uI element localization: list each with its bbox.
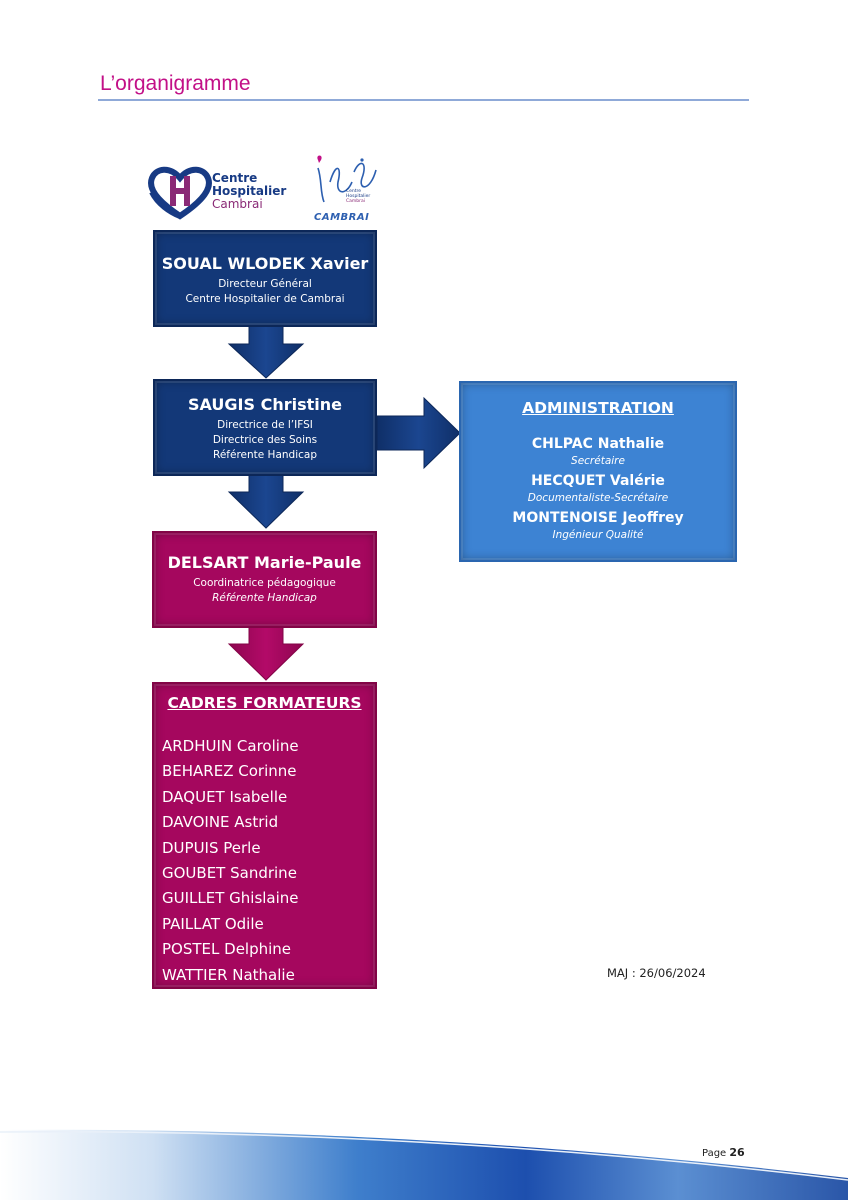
ifsi-city-label: CAMBRAI — [314, 212, 370, 223]
page-number-value: 26 — [729, 1146, 745, 1159]
director-role: Directeur Général — [218, 278, 312, 290]
logo-line-centre: Centre — [212, 171, 258, 185]
arrow-coordinator-to-trainers — [227, 626, 305, 681]
update-date: MAJ : 26/06/2024 — [607, 966, 706, 980]
arrow-ifsi-to-coordinator — [227, 474, 305, 529]
director-box: SOUAL WLODEK Xavier Directeur Général Ce… — [153, 230, 377, 327]
trainers-title: CADRES FORMATEURS — [167, 694, 362, 712]
ifsi-director-role-3: Référente Handicap — [213, 449, 317, 461]
centre-hospitalier-wordmark: Centre Hospitalier Cambrai — [212, 172, 286, 211]
admin-member-name: CHLPAC Nathalie — [531, 436, 665, 452]
coordinator-box: DELSART Marie-Paule Coordinatrice pédago… — [152, 531, 377, 628]
trainer-name: PAILLAT Odile — [162, 914, 264, 933]
ifsi-director-role-1: Directrice de l’IFSI — [217, 419, 313, 431]
ifsi-director-box: SAUGIS Christine Directrice de l’IFSI Di… — [153, 379, 377, 476]
trainer-name: DAVOINE Astrid — [162, 813, 279, 832]
coordinator-role: Coordinatrice pédagogique — [193, 577, 336, 589]
trainer-name: DAQUET Isabelle — [162, 787, 288, 806]
trainer-name: GUILLET Ghislaine — [162, 889, 299, 908]
logo-line-hospitalier: Hospitalier — [212, 184, 287, 198]
svg-text:Hospitalier: Hospitalier — [346, 193, 370, 199]
trainer-name: GOUBET Sandrine — [162, 864, 297, 883]
trainers-list: ARDHUIN Caroline BEHAREZ Corinne DAQUET … — [154, 734, 375, 988]
trainer-name: BEHAREZ Corinne — [162, 762, 297, 781]
arrow-ifsi-to-administration — [376, 396, 461, 470]
director-organization: Centre Hospitalier de Cambrai — [185, 293, 345, 305]
administration-title: ADMINISTRATION — [522, 399, 674, 417]
trainer-name: DUPUIS Perle — [162, 838, 261, 857]
centre-hospitalier-logo: Centre Hospitalier Cambrai — [148, 164, 308, 220]
coordinator-name: DELSART Marie-Paule — [167, 553, 362, 572]
trainers-box: CADRES FORMATEURS ARDHUIN Caroline BEHAR… — [152, 682, 377, 989]
page-title: L’organigramme — [100, 72, 251, 95]
page-number: Page 26 — [702, 1146, 745, 1159]
director-name: SOUAL WLODEK Xavier — [161, 254, 369, 273]
coordinator-handicap-role: Référente Handicap — [212, 592, 317, 604]
logo-line-cambrai: Cambrai — [212, 197, 263, 211]
ifsi-logo: Centre Hospitalier Cambrai CAMBRAI — [312, 152, 384, 228]
admin-member-name: HECQUET Valérie — [531, 473, 665, 489]
trainer-name: WATTIER Nathalie — [162, 965, 295, 984]
svg-text:Centre: Centre — [346, 188, 361, 194]
admin-member-role: Secrétaire — [571, 455, 625, 467]
page-label: Page — [702, 1148, 727, 1159]
footer-wave-band — [0, 1129, 848, 1200]
ifsi-director-name: SAUGIS Christine — [188, 395, 342, 414]
svg-text:Cambrai: Cambrai — [346, 198, 365, 204]
title-divider — [98, 99, 749, 101]
hospital-heart-icon — [148, 166, 212, 220]
trainer-name: ARDHUIN Caroline — [162, 737, 299, 755]
arrow-director-to-ifsi — [227, 325, 305, 379]
admin-member-role: Ingénieur Qualité — [552, 529, 644, 541]
trainer-name: POSTEL Delphine — [162, 940, 292, 959]
administration-box: ADMINISTRATION CHLPAC Nathalie Secrétair… — [459, 381, 737, 562]
ifsi-director-role-2: Directrice des Soins — [212, 434, 318, 446]
admin-member-role: Documentaliste-Secrétaire — [527, 492, 669, 504]
admin-member-name: MONTENOISE Jeoffrey — [512, 510, 684, 526]
ifsi-script-icon: Centre Hospitalier Cambrai — [317, 155, 377, 204]
